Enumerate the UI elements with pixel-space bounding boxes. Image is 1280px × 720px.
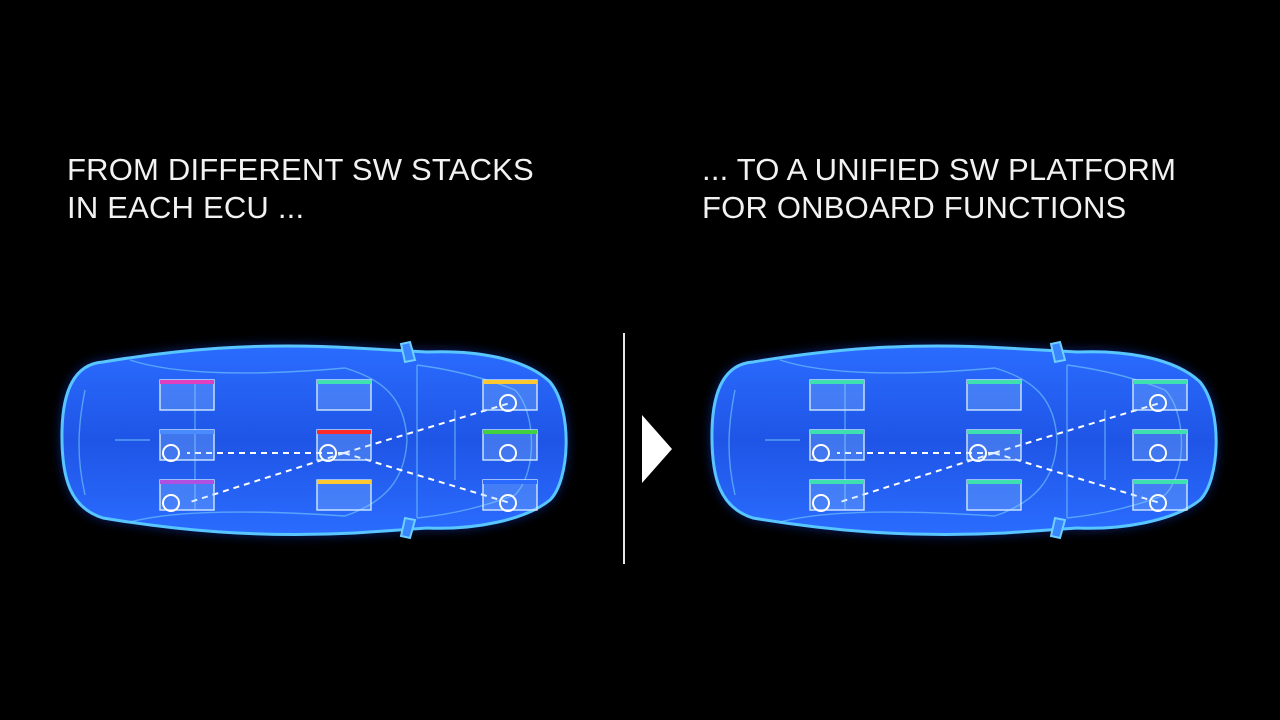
ecu-front-mid-stack-bar bbox=[1133, 430, 1187, 434]
ecu-center-top-box bbox=[966, 379, 1022, 411]
ecu-front-top bbox=[1132, 379, 1188, 412]
caption-left-line1: FROM DIFFERENT SW STACKS bbox=[67, 152, 534, 187]
caption-from-different-sw-stacks: FROM DIFFERENT SW STACKS IN EACH ECU ... bbox=[67, 151, 534, 227]
car-body bbox=[710, 344, 1218, 537]
ecu-front-top-stack-bar bbox=[483, 380, 537, 384]
ecu-rear-bottom bbox=[809, 479, 865, 512]
ecu-rear-mid-node-icon bbox=[162, 444, 180, 462]
ecu-center-bottom-stack-bar bbox=[967, 480, 1021, 484]
ecu-rear-top-stack-bar bbox=[160, 380, 214, 384]
ecu-center-bottom-box bbox=[316, 479, 372, 511]
ecu-front-bottom bbox=[482, 479, 538, 512]
divider-line bbox=[623, 333, 625, 564]
ecu-rear-top bbox=[159, 379, 215, 411]
ecu-center-mid bbox=[966, 429, 1022, 462]
car-body bbox=[60, 344, 568, 537]
ecu-rear-top-box bbox=[159, 379, 215, 411]
ecu-center-bottom bbox=[966, 479, 1022, 511]
ecu-center-mid-stack-bar bbox=[967, 430, 1021, 434]
ecu-center-top-stack-bar bbox=[317, 380, 371, 384]
mirror-top bbox=[1049, 340, 1067, 364]
ecu-center-top bbox=[316, 379, 372, 411]
ecu-rear-bottom-node-icon bbox=[162, 494, 180, 512]
caption-right-line2: FOR ONBOARD FUNCTIONS bbox=[702, 190, 1127, 225]
ecu-rear-mid bbox=[159, 429, 215, 462]
ecu-front-bottom-stack-bar bbox=[1133, 480, 1187, 484]
ecu-front-top-node-icon bbox=[499, 394, 517, 412]
ecu-center-mid bbox=[316, 429, 372, 462]
ecu-center-mid-node-icon bbox=[969, 444, 987, 462]
ecu-front-top-node-icon bbox=[1149, 394, 1167, 412]
arrow-right-icon bbox=[642, 415, 672, 483]
ecu-rear-bottom-node-icon bbox=[812, 494, 830, 512]
ecu-rear-mid-node-icon bbox=[812, 444, 830, 462]
car-diagram-unified-platform bbox=[710, 340, 1218, 540]
ecu-front-bottom-stack-bar bbox=[483, 480, 537, 484]
ecu-front-bottom-node-icon bbox=[1149, 494, 1167, 512]
mirror-bottom bbox=[1049, 516, 1067, 540]
car-wireframe bbox=[78, 359, 533, 523]
ecu-center-top bbox=[966, 379, 1022, 411]
ecu-front-bottom-node-icon bbox=[499, 494, 517, 512]
ecu-rear-top bbox=[809, 379, 865, 411]
ecu-front-mid-stack-bar bbox=[483, 430, 537, 434]
ecu-rear-top-box bbox=[809, 379, 865, 411]
ecu-front-top-box bbox=[1132, 379, 1188, 411]
car-wireframe bbox=[728, 359, 1183, 523]
ecu-center-bottom-box bbox=[966, 479, 1022, 511]
car-diagram-different-stacks bbox=[60, 340, 568, 540]
caption-right-line1: ... TO A UNIFIED SW PLATFORM bbox=[702, 152, 1177, 187]
mirror-bottom bbox=[399, 516, 417, 540]
connection-line-3 bbox=[343, 402, 511, 454]
ecu-center-mid-node-icon bbox=[319, 444, 337, 462]
ecu-rear-mid-stack-bar bbox=[160, 430, 214, 434]
ecu-front-top bbox=[482, 379, 538, 412]
ecu-front-top-stack-bar bbox=[1133, 380, 1187, 384]
ecu-front-mid-node-icon bbox=[1149, 444, 1167, 462]
ecu-rear-bottom bbox=[159, 479, 215, 512]
ecu-center-bottom bbox=[316, 479, 372, 511]
ecu-rear-bottom-stack-bar bbox=[160, 480, 214, 484]
ecu-center-mid-stack-bar bbox=[317, 430, 371, 434]
ecu-center-top-box bbox=[316, 379, 372, 411]
ecu-front-bottom bbox=[1132, 479, 1188, 512]
ecu-rear-top-stack-bar bbox=[810, 380, 864, 384]
ecu-rear-bottom-stack-bar bbox=[810, 480, 864, 484]
connection-line-2 bbox=[186, 452, 345, 504]
mirror-top bbox=[399, 340, 417, 364]
connection-line-2 bbox=[836, 452, 995, 504]
caption-unified-sw-platform: ... TO A UNIFIED SW PLATFORM FOR ONBOARD… bbox=[702, 151, 1176, 227]
ecu-center-bottom-stack-bar bbox=[317, 480, 371, 484]
ecu-rear-mid bbox=[809, 429, 865, 462]
connection-line-3 bbox=[993, 402, 1161, 454]
ecu-center-mid-box bbox=[316, 429, 372, 461]
ecu-front-mid bbox=[1132, 429, 1188, 462]
ecu-front-mid bbox=[482, 429, 538, 462]
ecu-rear-mid-stack-bar bbox=[810, 430, 864, 434]
caption-left-line2: IN EACH ECU ... bbox=[67, 190, 305, 225]
ecu-front-mid-node-icon bbox=[499, 444, 517, 462]
ecu-center-top-stack-bar bbox=[967, 380, 1021, 384]
